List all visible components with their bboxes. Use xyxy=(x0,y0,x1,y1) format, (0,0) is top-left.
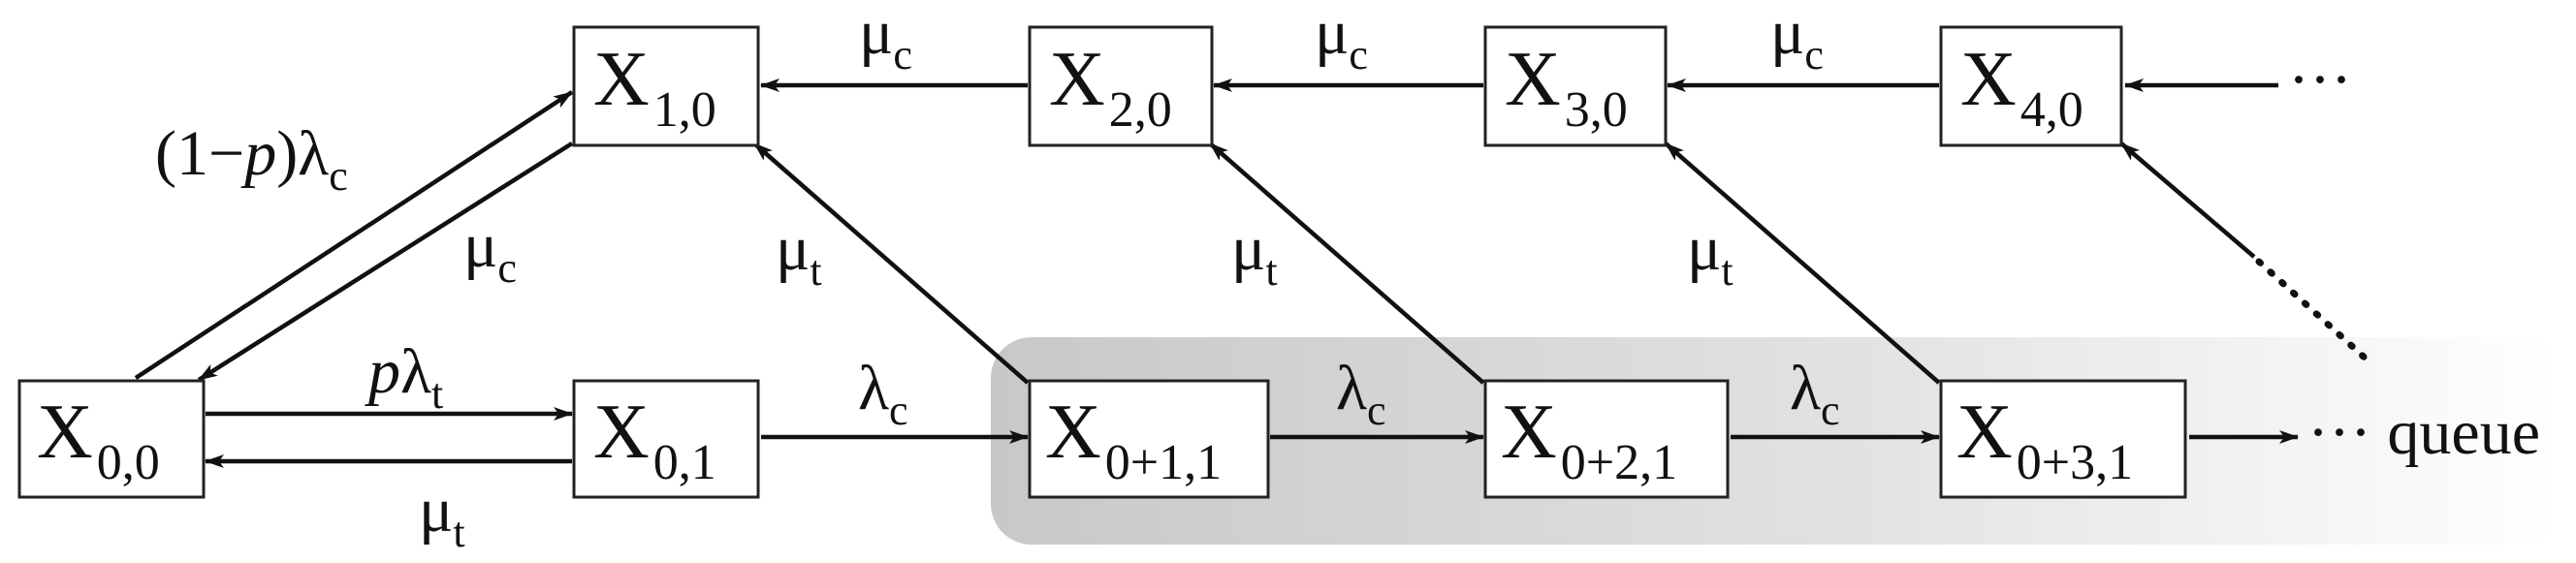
rate-mu-t-1: μt xyxy=(776,213,822,295)
state-x021: X0+2,1 xyxy=(1483,379,1730,499)
rate-mu-c-43: μc xyxy=(1770,0,1824,78)
rate-mu-t-back: μt xyxy=(419,475,465,556)
rate-mu-c-32: μc xyxy=(1315,0,1368,78)
edge-x10-to-x00 xyxy=(197,141,574,382)
state-x30: X3,0 xyxy=(1483,25,1668,147)
queue-label: ··· queue xyxy=(2307,397,2540,468)
edge-more-to-x40-diag xyxy=(2119,141,2256,259)
svg-text:X0,1: X0,1 xyxy=(593,390,716,490)
rate-mu-c-back: μc xyxy=(463,210,517,292)
svg-text:X4,0: X4,0 xyxy=(1960,37,2083,138)
edge-x021-to-x20 xyxy=(1208,141,1485,385)
state-x011: X0+1,1 xyxy=(1028,379,1270,499)
state-x10: X1,0 xyxy=(572,25,760,147)
state-x01: X0,1 xyxy=(572,379,760,499)
rate-lambda-c-3: λc xyxy=(1790,353,1840,434)
state-x20: X2,0 xyxy=(1028,25,1214,147)
rate-p-lambda-t: pλt xyxy=(365,336,443,418)
edge-x011-to-x10 xyxy=(752,141,1030,385)
top-row-continuation: ··· xyxy=(2288,45,2352,115)
rate-one-minus-p-lambda-c: (1−p)λc xyxy=(155,118,348,200)
state-x031: X0+3,1 xyxy=(1939,379,2187,499)
rate-mu-t-3: μt xyxy=(1687,213,1733,295)
svg-text:X1,0: X1,0 xyxy=(593,37,716,138)
rate-lambda-c-2: λc xyxy=(1336,353,1386,434)
svg-text:X0+1,1: X0+1,1 xyxy=(1045,390,1222,490)
state-x40: X4,0 xyxy=(1939,25,2123,147)
svg-text:X3,0: X3,0 xyxy=(1505,37,1628,138)
rate-mu-t-2: μt xyxy=(1231,213,1278,295)
svg-text:X2,0: X2,0 xyxy=(1049,37,1172,138)
rate-mu-c-21: μc xyxy=(859,0,912,78)
svg-text:X0+3,1: X0+3,1 xyxy=(1956,390,2133,490)
svg-text:X0,0: X0,0 xyxy=(37,390,160,490)
edge-x031-to-x30 xyxy=(1664,141,1941,385)
rate-lambda-c-1: λc xyxy=(858,353,908,434)
svg-text:X0+2,1: X0+2,1 xyxy=(1501,390,1677,490)
edge-x00-to-x10 xyxy=(134,90,574,380)
state-x00: X0,0 xyxy=(17,379,206,499)
